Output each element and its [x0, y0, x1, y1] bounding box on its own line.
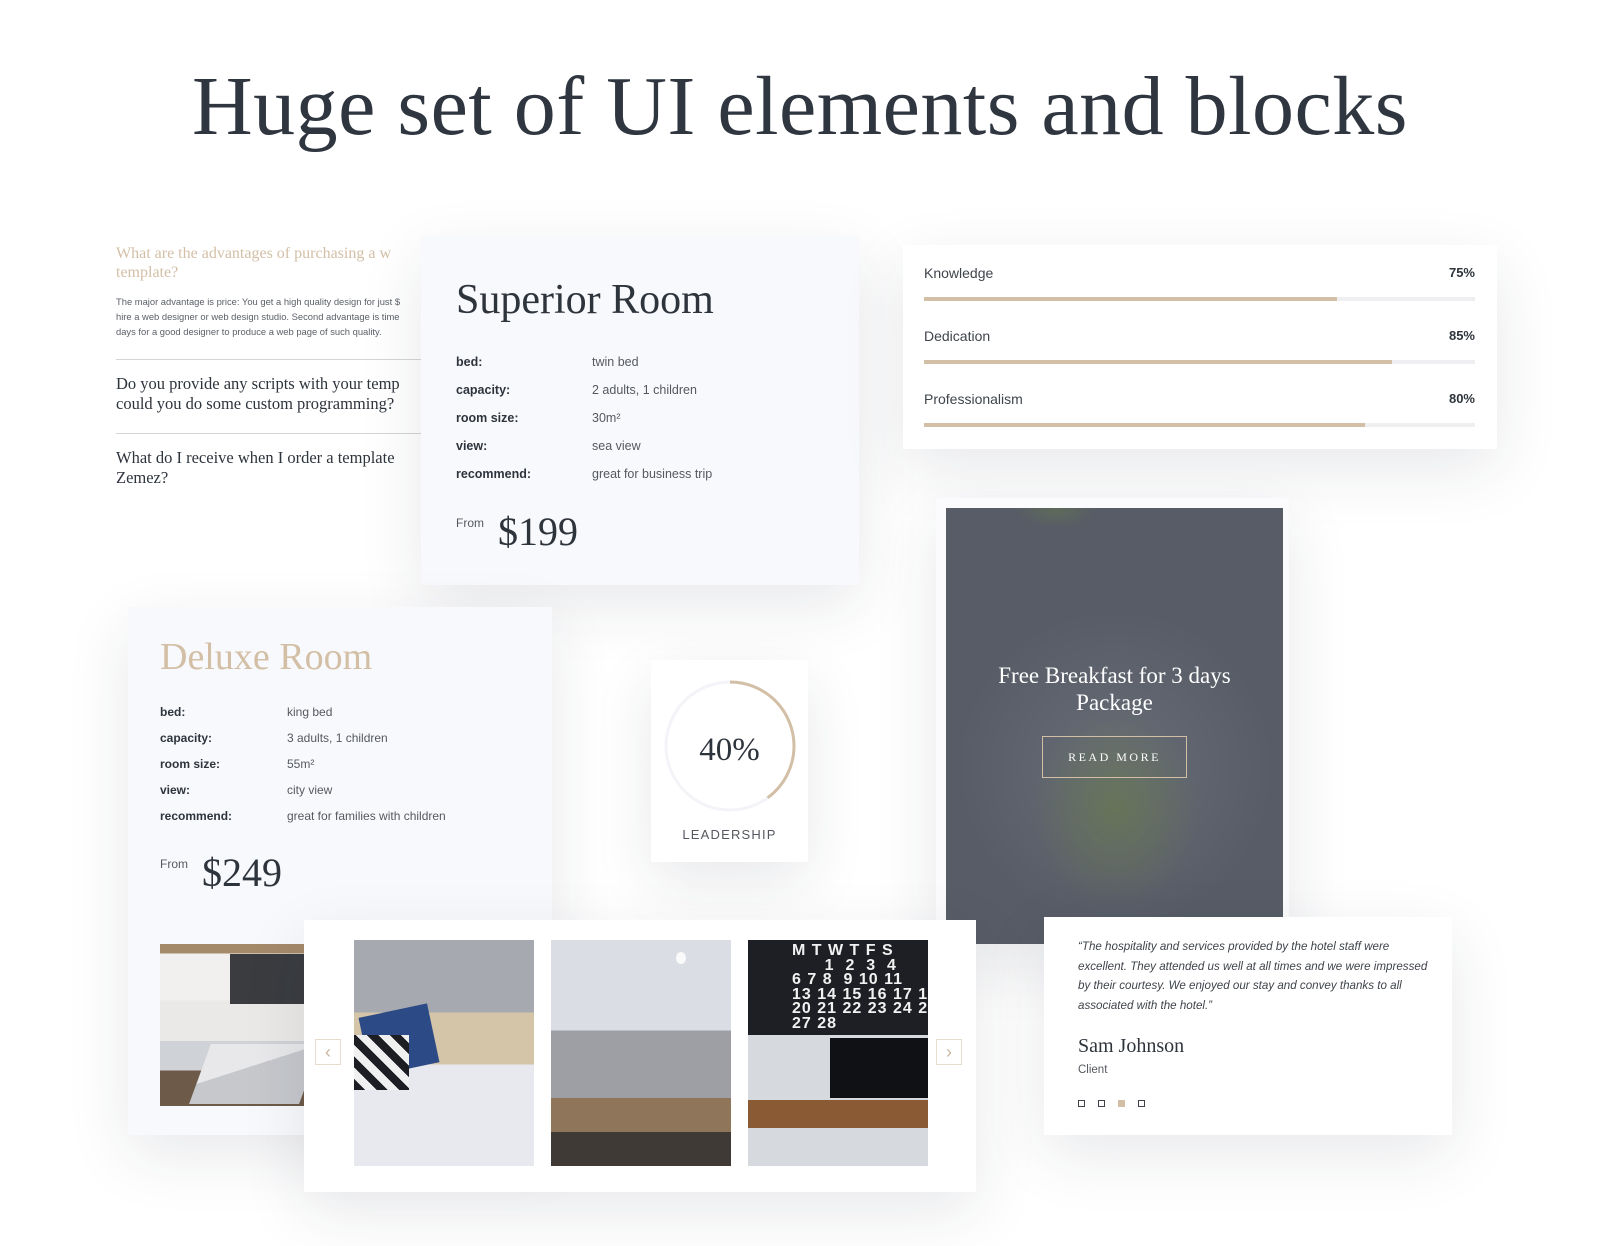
price-value: $199	[498, 509, 578, 554]
promo-title: Free Breakfast for 3 days Package	[998, 663, 1231, 715]
progress-fill	[924, 297, 1338, 301]
room-title: Deluxe Room	[160, 636, 373, 678]
page-headline: Huge set of UI elements and blocks	[191, 60, 1408, 153]
chevron-left-icon: ‹	[325, 1042, 331, 1062]
faq-divider	[116, 433, 436, 434]
room-specs: bed:king bed capacity:3 adults, 1 childr…	[160, 699, 552, 829]
room-card-superior: Superior Room bed:twin bed capacity:2 ad…	[421, 236, 859, 585]
progress-bar	[924, 297, 1475, 301]
spec-row-recommend: recommend:great for families with childr…	[160, 809, 446, 823]
spec-row-room-size: room size:55m²	[160, 757, 315, 771]
spec-row-room-size: room size:30m²	[456, 411, 621, 425]
faq-question-active[interactable]: What are the advantages of purchasing a …	[116, 245, 391, 281]
promo-banner: Free Breakfast for 3 days Package READ M…	[946, 508, 1283, 944]
testimonial-author: Sam Johnson	[1078, 1035, 1185, 1057]
chevron-right-icon: ›	[946, 1042, 952, 1062]
carousel-image-bedroom[interactable]	[354, 940, 534, 1166]
faq-accordion: What are the advantages of purchasing a …	[116, 244, 436, 487]
circle-progress-value: 40%	[699, 732, 760, 768]
carousel-image-home-office[interactable]: M T W T F S 1 2 3 4 6 7 8 9 10 11 13 14 …	[748, 940, 928, 1166]
room-price: From $249	[160, 850, 282, 895]
kitchen-photo	[160, 944, 305, 1106]
circle-progress-ring	[664, 680, 796, 812]
spec-row-bed: bed:king bed	[160, 705, 333, 719]
circle-progress-card: 40% LEADERSHIP	[651, 660, 808, 862]
wall-calendar: M T W T F S 1 2 3 4 6 7 8 9 10 11 13 14 …	[792, 942, 928, 1032]
room-price: From $199	[456, 509, 578, 554]
pagination-dot-3-active[interactable]	[1118, 1100, 1125, 1107]
room-title: Superior Room	[456, 277, 714, 323]
progress-fill	[924, 423, 1365, 427]
faq-item-1[interactable]: What are the advantages of purchasing a …	[116, 244, 436, 339]
spec-row-view: view:sea view	[456, 439, 641, 453]
testimonial-card: “The hospitality and services provided b…	[1044, 917, 1452, 1135]
progress-fill	[924, 360, 1393, 364]
testimonial-quote: “The hospitality and services provided b…	[1078, 940, 1428, 1012]
spec-row-capacity: capacity:2 adults, 1 children	[456, 383, 697, 397]
room-specs: bed:twin bed capacity:2 adults, 1 childr…	[456, 348, 859, 488]
spec-row-bed: bed:twin bed	[456, 355, 639, 369]
faq-answer: The major advantage is price: You get a …	[116, 296, 401, 337]
faq-question-2[interactable]: Do you provide any scripts with your tem…	[116, 374, 400, 413]
spec-row-capacity: capacity:3 adults, 1 children	[160, 731, 388, 745]
circle-progress-label: LEADERSHIP	[682, 827, 777, 842]
spec-row-recommend: recommend:great for business trip	[456, 467, 713, 481]
progress-bar	[924, 423, 1475, 427]
image-carousel: ‹ M T W T F S 1 2 3 4 6 7 8 9 10 11 13 1…	[304, 920, 976, 1192]
read-more-button[interactable]: READ MORE	[1042, 736, 1187, 778]
carousel-prev-button[interactable]: ‹	[315, 1039, 341, 1065]
spec-row-view: view:city view	[160, 783, 333, 797]
pagination-dot-2[interactable]	[1098, 1100, 1105, 1107]
price-value: $249	[202, 850, 282, 895]
pagination-dot-1[interactable]	[1078, 1100, 1085, 1107]
faq-divider	[116, 359, 436, 360]
pagination-dot-4[interactable]	[1138, 1100, 1145, 1107]
progress-bar	[924, 360, 1475, 364]
faq-question-3[interactable]: What do I receive when I order a templat…	[116, 448, 395, 487]
pagination-dots	[1078, 1100, 1432, 1107]
testimonial-role: Client	[1078, 1064, 1108, 1076]
carousel-image-living-room[interactable]	[551, 940, 731, 1166]
carousel-next-button[interactable]: ›	[936, 1039, 962, 1065]
